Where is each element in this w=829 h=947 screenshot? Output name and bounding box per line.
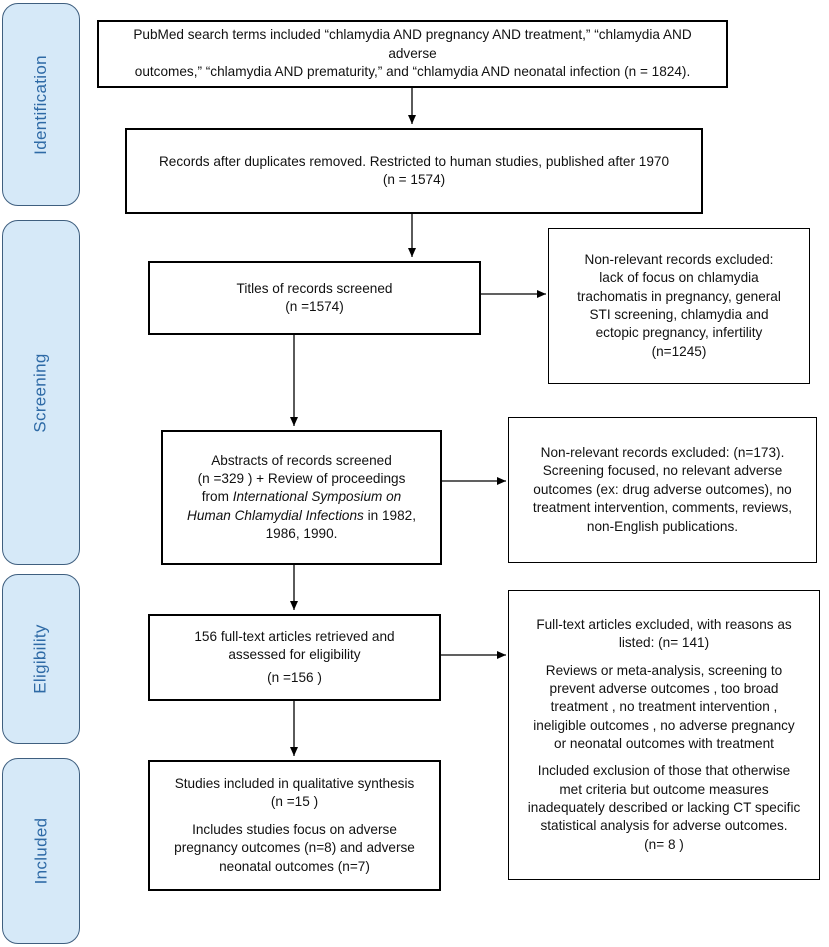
excluded-titles-text-3: trachomatis in pregnancy, general bbox=[577, 288, 781, 304]
included-text-3: Includes studies focus on adverse bbox=[192, 821, 397, 837]
duplicates-text-1: Records after duplicates removed. Restri… bbox=[158, 153, 670, 169]
titles-text-2: (n =1574) bbox=[285, 299, 344, 314]
abstracts-text-5: 1986, 1990. bbox=[265, 526, 338, 542]
included-text-2: (n =15 ) bbox=[270, 794, 319, 810]
abstracts-text-1: Abstracts of records screened bbox=[211, 452, 392, 468]
included-box: Studies included in qualitative synthesi… bbox=[148, 760, 441, 891]
excluded-titles-text-2: lack of focus on chlamydia bbox=[599, 270, 759, 286]
excluded-full-text-10: inadequately described or lacking CT spe… bbox=[527, 800, 801, 816]
excluded-abstracts-text-5: non-English publications. bbox=[586, 518, 739, 534]
abstracts-text-4a: Human Chlamydial Infections bbox=[187, 507, 364, 523]
abstracts-text-4: Human Chlamydial Infections in 1982, bbox=[187, 507, 416, 525]
duplicates-removed-box: Records after duplicates removed. Restri… bbox=[125, 128, 703, 214]
phase-screening: Screening bbox=[2, 220, 80, 565]
excluded-titles-box: Non-relevant records excluded: lack of f… bbox=[548, 228, 810, 384]
excluded-full-text-1: Full-text articles excluded, with reason… bbox=[536, 616, 792, 632]
identification-box: PubMed search terms included “chlamydia … bbox=[97, 20, 728, 88]
excluded-abstracts-box: Non-relevant records excluded: (n=173). … bbox=[508, 417, 817, 563]
full-text-box: 156 full-text articles retrieved and ass… bbox=[148, 614, 441, 701]
excluded-full-text-9: met criteria but outcome measures bbox=[559, 781, 769, 797]
abstracts-text-3: from International Symposium on bbox=[202, 488, 401, 506]
titles-screened-box: Titles of records screened (n =1574) bbox=[148, 261, 481, 335]
excluded-abstracts-text-2: Screening focused, no relevant adverse bbox=[542, 463, 783, 479]
identification-text-2: outcomes,” “chlamydia AND prematurity,” … bbox=[134, 64, 691, 80]
phase-identification: Identification bbox=[2, 3, 80, 206]
excluded-full-text-8: Included exclusion of those that otherwi… bbox=[537, 763, 791, 779]
excluded-abstracts-text-4: treatment intervention, comments, review… bbox=[532, 500, 793, 516]
excluded-full-text-11: statistical analysis for adverse outcome… bbox=[540, 818, 788, 834]
titles-text-1: Titles of records screened bbox=[236, 280, 393, 296]
excluded-full-text-2: listed: (n= 141) bbox=[618, 635, 710, 651]
excluded-full-text-12: (n= 8 ) bbox=[644, 836, 684, 852]
abstracts-screened-box: Abstracts of records screened (n =329 ) … bbox=[161, 430, 442, 565]
excluded-abstracts-text-1: Non-relevant records excluded: (n=173). bbox=[540, 445, 785, 461]
duplicates-text-2: (n = 1574) bbox=[382, 172, 446, 187]
excluded-titles-text-6: (n=1245) bbox=[651, 343, 707, 359]
identification-text-1: PubMed search terms included “chlamydia … bbox=[133, 27, 692, 61]
excluded-full-text-7: or neonatal outcomes with treatment bbox=[554, 736, 774, 751]
full-text-text-1: 156 full-text articles retrieved and bbox=[194, 628, 395, 644]
full-text-text-3: (n =156 ) bbox=[267, 669, 322, 685]
excluded-full-text-3: Reviews or meta-analysis, screening to bbox=[545, 662, 783, 678]
abstracts-text-4b: in 1982, bbox=[363, 507, 416, 523]
included-text-1: Studies included in qualitative synthesi… bbox=[174, 776, 415, 792]
phase-eligibility: Eligibility bbox=[2, 574, 80, 744]
excluded-full-text-6: ineligible outcomes , no adverse pregnan… bbox=[533, 717, 795, 733]
abstracts-text-3a: from bbox=[201, 489, 233, 505]
excluded-titles-text-4: STI screening, chlamydia and bbox=[589, 307, 769, 322]
excluded-titles-text-5: ectopic pregnancy, infertility bbox=[595, 325, 763, 341]
excluded-full-text-box: Full-text articles excluded, with reason… bbox=[508, 590, 820, 880]
phase-included: Included bbox=[2, 758, 80, 944]
full-text-text-2: assessed for eligibility bbox=[228, 647, 361, 663]
excluded-abstracts-text-3: outcomes (ex: drug adverse outcomes), no bbox=[533, 481, 792, 497]
included-text-5: neonatal outcomes (n=7) bbox=[219, 858, 370, 874]
excluded-full-text-4: prevent adverse outcomes , too broad bbox=[549, 680, 779, 696]
excluded-full-text-5: treatment , no treatment intervention , bbox=[550, 699, 778, 715]
abstracts-text-3b: International Symposium on bbox=[232, 489, 402, 505]
abstracts-text-2: (n =329 ) + Review of proceedings bbox=[197, 470, 406, 486]
excluded-titles-text-1: Non-relevant records excluded: bbox=[584, 251, 774, 267]
included-text-4: pregnancy outcomes (n=8) and adverse bbox=[174, 840, 415, 856]
